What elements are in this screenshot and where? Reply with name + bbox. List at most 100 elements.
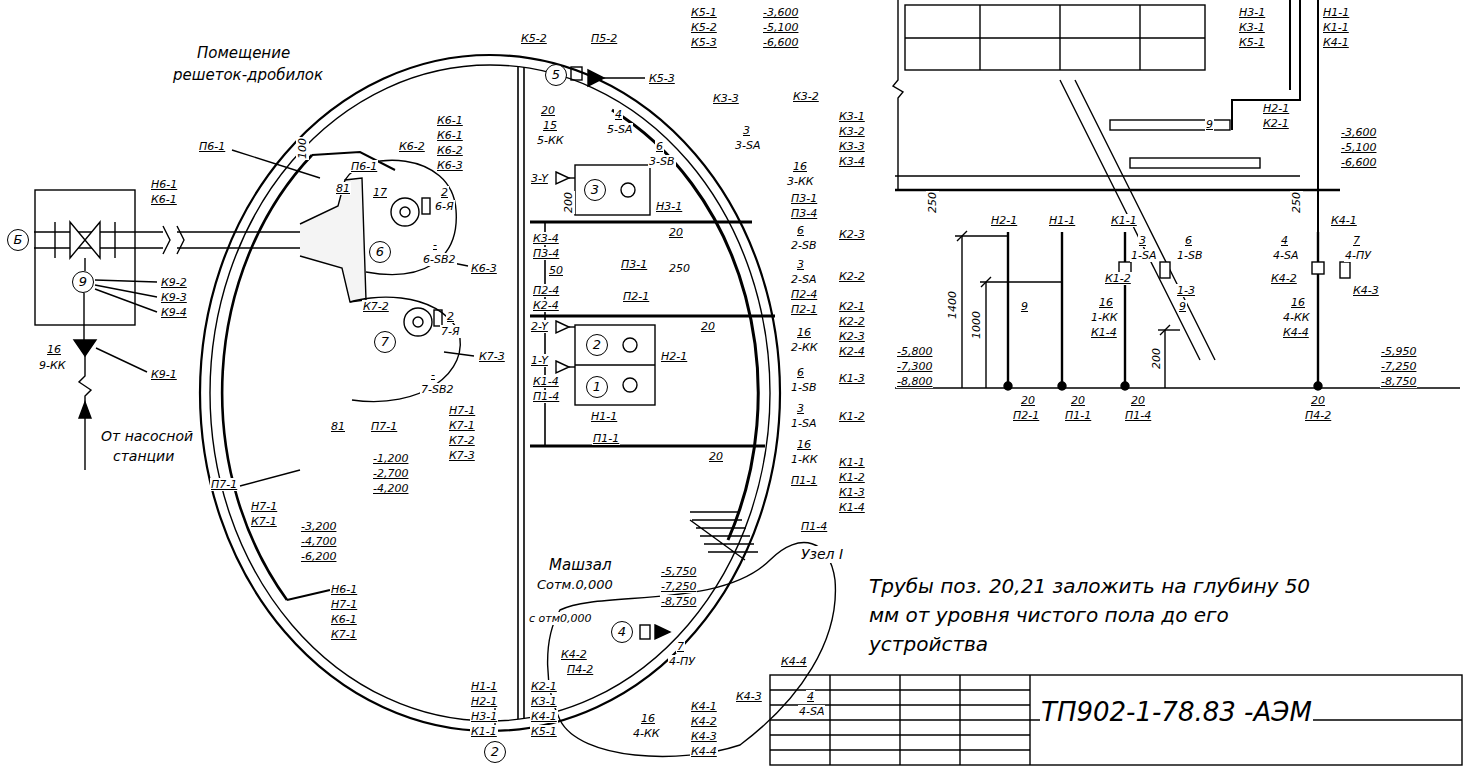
label-text: 16 (796, 438, 812, 451)
label-text: 20 (668, 226, 684, 239)
callout-number: 1 (593, 380, 601, 394)
label-text: 1-SA (1130, 249, 1157, 262)
label-text: 1-SB (1176, 249, 1204, 262)
label-text: К2-1 (838, 300, 866, 313)
label-text: К6-1 (150, 193, 178, 206)
label-text: Сотм.0,000 (536, 577, 614, 593)
label-text: К6-2 (436, 144, 464, 157)
label-text: 9 (1178, 300, 1187, 313)
label-text: 250 (668, 262, 691, 275)
label-text: Узел I (800, 546, 844, 563)
label-text: К4-3 (735, 690, 763, 703)
callout-number: 7 (381, 335, 389, 349)
label-text: К1-1 (470, 725, 498, 738)
label-text: К6-2 (398, 140, 426, 153)
label-text: К3-3 (712, 92, 740, 105)
label-text: 16 (640, 712, 656, 725)
label-text: Н6-1 (330, 583, 358, 596)
label-text: 4-ПУ (668, 655, 696, 668)
label-text: - (432, 238, 438, 251)
label-text: 2-SB (790, 239, 818, 252)
label-text: -7,300 (896, 360, 933, 373)
label-text: К2-4 (532, 299, 560, 312)
label-text: К1-4 (1090, 326, 1118, 339)
label-text: П6-1 (350, 160, 378, 173)
label-text: Н7-1 (448, 404, 476, 417)
label-text: К6-1 (330, 613, 358, 626)
label-text: К1-1 (838, 456, 866, 469)
label-text: -8,800 (896, 375, 933, 388)
label-text: с отм0,000 (528, 612, 592, 625)
label-text: К1-2 (1104, 272, 1132, 285)
callout-circle: 5 (545, 64, 567, 86)
label-text: К7-1 (250, 515, 278, 528)
label-text: П1-4 (800, 520, 828, 533)
label-text: К3-2 (792, 90, 820, 103)
callout-number: 6 (376, 245, 384, 259)
label-text: 6 (1184, 234, 1193, 247)
label-text: К7-1 (448, 419, 476, 432)
label-text: К1-1 (1322, 21, 1350, 34)
label-text: 7-Я (440, 325, 461, 338)
dimension-text: 100 (296, 137, 309, 160)
label-text: 6-SB2 (422, 253, 457, 266)
label-text: 17 (372, 186, 388, 199)
label-text: К6-3 (470, 262, 498, 275)
label-text: К6-3 (436, 159, 464, 172)
label-text: 4 (614, 108, 623, 121)
label-text: К1-4 (838, 501, 866, 514)
label-text: К2-1 (530, 680, 558, 693)
label-text: Н1-1 (590, 410, 618, 423)
label-text: К3-4 (532, 232, 560, 245)
label-text: 4 (806, 690, 815, 703)
label-text: К4-3 (690, 730, 718, 743)
label-text: -7,250 (1380, 360, 1417, 373)
label-text: К7-1 (330, 628, 358, 641)
label-text: 2-Y (530, 320, 549, 333)
label-text: Н2-1 (660, 350, 688, 363)
label-text: 6-Я (434, 200, 455, 213)
label-text: Н1-1 (1322, 6, 1350, 19)
label-text: К2-2 (838, 270, 866, 283)
label-text: -6,200 (300, 550, 337, 563)
label-text: 2-КК (790, 341, 819, 354)
label-text: К1-2 (838, 410, 866, 423)
label-text: К2-4 (838, 345, 866, 358)
label-text: К5-2 (690, 21, 718, 34)
label-text: П3-4 (790, 207, 818, 220)
label-text: 3-Y (530, 172, 549, 185)
label-text: -7,250 (660, 580, 697, 593)
label-text: К6-1 (436, 129, 464, 142)
label-text: -8,750 (660, 595, 697, 608)
label-text: К3-1 (530, 695, 558, 708)
label-text: Н3-1 (655, 200, 683, 213)
label-text: 5-SA (606, 123, 633, 136)
label-text: 4-КК (632, 727, 661, 740)
label-text: П6-1 (198, 140, 226, 153)
label-text: 3 (1138, 234, 1147, 247)
label-text: 3-SA (734, 139, 761, 152)
label-text: К5-1 (1238, 36, 1266, 49)
label-text: К4-2 (690, 715, 718, 728)
dimension-text: 1000 (970, 310, 983, 340)
callout-number: 2 (491, 745, 499, 759)
label-text: -4,200 (372, 482, 409, 495)
label-text: К1-3 (838, 486, 866, 499)
label-text: 20 (700, 320, 716, 333)
label-text: Н7-1 (250, 500, 278, 513)
callout-circle: 4 (611, 621, 633, 643)
callout-number: Б (14, 233, 23, 247)
label-text: 3 (742, 124, 751, 137)
label-text: П1-1 (790, 474, 818, 487)
label-text: П4-2 (566, 663, 594, 676)
label-text: 3-SB (648, 155, 676, 168)
callout-circle: 6 (369, 241, 391, 263)
label-text: 6 (655, 140, 664, 153)
label-text: К7-3 (448, 449, 476, 462)
label-text: К9-4 (160, 306, 188, 319)
label-text: 81 (335, 182, 351, 195)
label-text: Н3-1 (1238, 6, 1266, 19)
label-text: П7-1 (210, 478, 238, 491)
dimension-text: 250 (1290, 191, 1303, 214)
